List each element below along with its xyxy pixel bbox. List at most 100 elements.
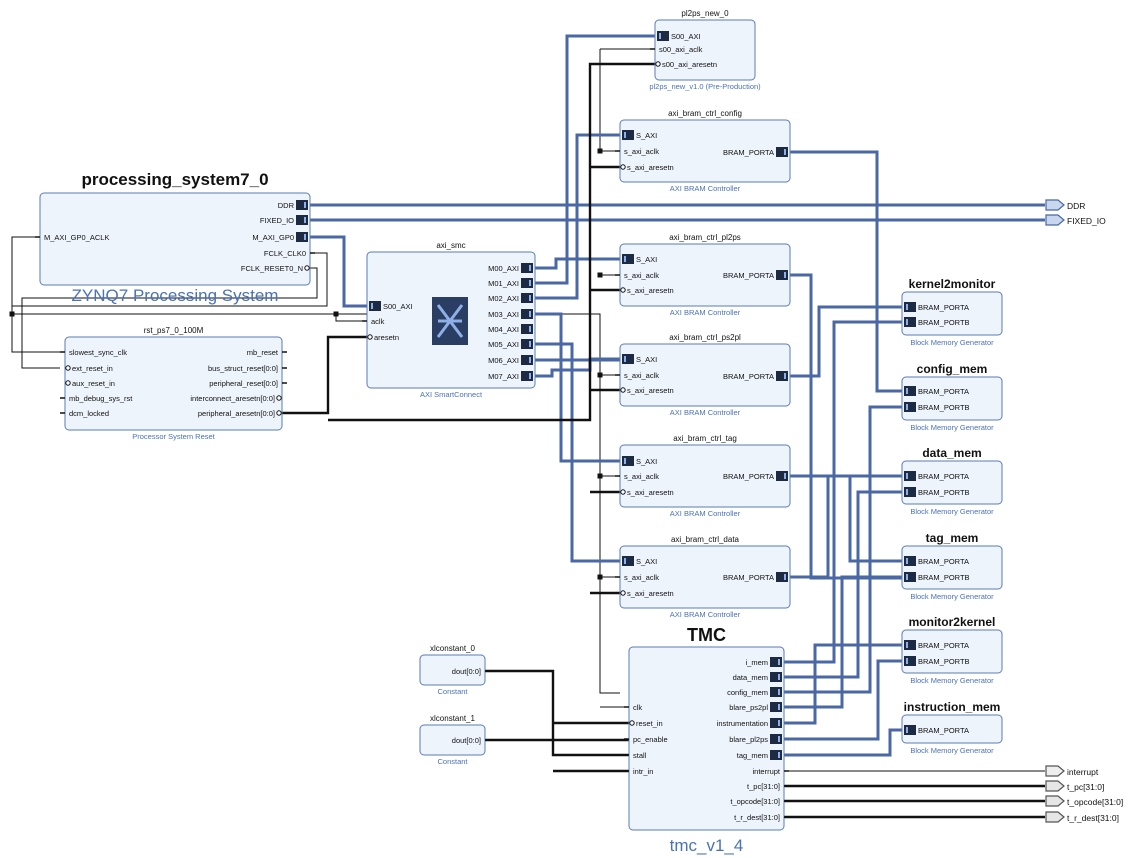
bus-port-connector [776, 270, 788, 280]
external-port-arrow[interactable] [1045, 780, 1065, 792]
external-port-ddr[interactable]: DDR [1045, 199, 1085, 211]
bus-port-connector [904, 572, 916, 582]
bus-port-connector [776, 572, 788, 582]
net-tmc-config-mem [784, 405, 902, 694]
port-label: M02_AXI [488, 294, 519, 303]
bus-port-connector [770, 687, 782, 697]
bus-port-pin [624, 458, 626, 464]
block-title: xlconstant_1 [430, 714, 475, 723]
block-subtitle: AXI BRAM Controller [670, 408, 741, 417]
external-port-fixed-io[interactable]: FIXED_IO [1045, 214, 1106, 226]
net-tmc-instrumentation [784, 643, 902, 725]
net-tag-bram [790, 474, 902, 563]
external-port-interrupt[interactable]: interrupt [1045, 765, 1099, 777]
block-body[interactable] [901, 629, 1003, 674]
block-title: rst_ps7_0_100M [144, 326, 204, 335]
net-junction [597, 148, 603, 154]
block-subtitle: Block Memory Generator [910, 592, 994, 601]
external-port-label: t_r_dest[31:0] [1067, 813, 1119, 823]
bus-port-connector [369, 301, 381, 311]
bus-port-pin [784, 574, 786, 580]
bus-port-connector [622, 354, 634, 364]
block-tmc[interactable]: TMCtmc_v1_4clkreset_inpc_enablestallintr… [624, 625, 789, 855]
external-port-arrow[interactable] [1045, 199, 1065, 211]
block-subtitle: AXI BRAM Controller [670, 509, 741, 518]
port-label: blare_ps2pl [729, 703, 768, 712]
port-label: BRAM_PORTA [723, 472, 774, 481]
net-pl2ps-bram [790, 273, 902, 580]
port-label: dcm_locked [69, 409, 109, 418]
block-body[interactable] [901, 291, 1003, 336]
bus-port-connector [770, 702, 782, 712]
port-label: mb_reset [247, 348, 279, 357]
net-tmc-data-mem [784, 490, 902, 679]
net-junction [9, 311, 15, 317]
bus-port-connector [904, 656, 916, 666]
external-port-t-opcode-31-0-[interactable]: t_opcode[31:0] [1045, 795, 1123, 807]
external-port-arrow[interactable] [1045, 214, 1065, 226]
block-title: processing_system7_0 [81, 170, 268, 189]
bus-port-pin [778, 674, 780, 680]
block-body[interactable] [901, 714, 1003, 744]
bus-port-connector [622, 130, 634, 140]
external-port-arrow[interactable] [1045, 765, 1065, 777]
port-label: S_AXI [636, 457, 657, 466]
external-port-label: FIXED_IO [1067, 216, 1106, 226]
port-label: BRAM_PORTA [918, 726, 969, 735]
external-port-arrow[interactable] [1045, 811, 1065, 823]
block-subtitle: Constant [437, 757, 468, 766]
net-tmc-trace [784, 784, 1045, 819]
block-body[interactable] [39, 192, 311, 286]
port-label: S_AXI [636, 557, 657, 566]
port-label: BRAM_PORTB [918, 403, 970, 412]
port-label: aux_reset_in [72, 379, 115, 388]
block-body[interactable] [901, 545, 1003, 590]
port-label: reset_in [636, 719, 663, 728]
net-fclk-reset [21, 267, 318, 369]
port-label: s_axi_aclk [624, 147, 659, 156]
block-body[interactable] [901, 460, 1003, 505]
net-ps2pl-bram [790, 305, 902, 378]
port-label: clk [633, 703, 642, 712]
block-body[interactable] [419, 654, 486, 686]
external-port-t-pc-31-0-[interactable]: t_pc[31:0] [1045, 780, 1104, 792]
bus-port-connector [776, 147, 788, 157]
net-aresetn-branches [590, 165, 620, 595]
reset-port-bubble [276, 410, 282, 416]
port-label: s_axi_aresetn [627, 286, 674, 295]
reset-port-bubble [629, 720, 635, 726]
bus-port-pin [304, 217, 306, 223]
net-config-bram [790, 150, 902, 393]
block-title: axi_smc [436, 241, 465, 250]
net-clk-rst [11, 237, 60, 353]
port-label: peripheral_aresetn[0:0] [198, 409, 275, 418]
bus-port-pin [624, 558, 626, 564]
block-body[interactable] [901, 376, 1003, 421]
block-body[interactable] [654, 19, 756, 81]
external-port-t-r-dest-31-0-[interactable]: t_r_dest[31:0] [1045, 811, 1119, 823]
bus-port-pin [529, 357, 531, 363]
bus-port-pin [784, 272, 786, 278]
external-port-arrow[interactable] [1045, 795, 1065, 807]
net-clk-bus [12, 313, 620, 694]
bus-port-pin [778, 704, 780, 710]
net-data-bram [790, 474, 902, 579]
bus-port-connector [770, 750, 782, 760]
